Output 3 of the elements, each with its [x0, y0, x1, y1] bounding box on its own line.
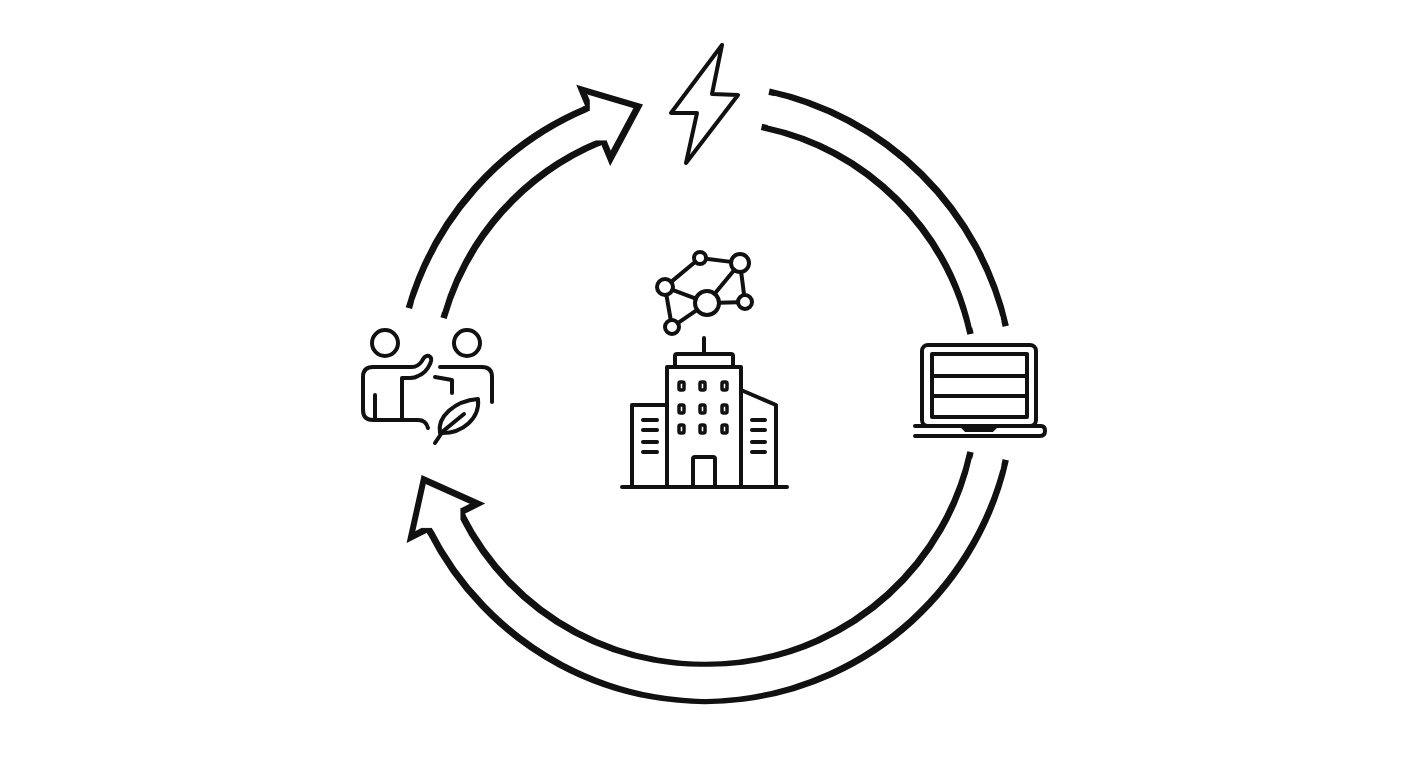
people-leaf-icon [358, 326, 496, 448]
lightning-bolt-icon [668, 43, 740, 167]
laptop-icon [912, 342, 1048, 440]
